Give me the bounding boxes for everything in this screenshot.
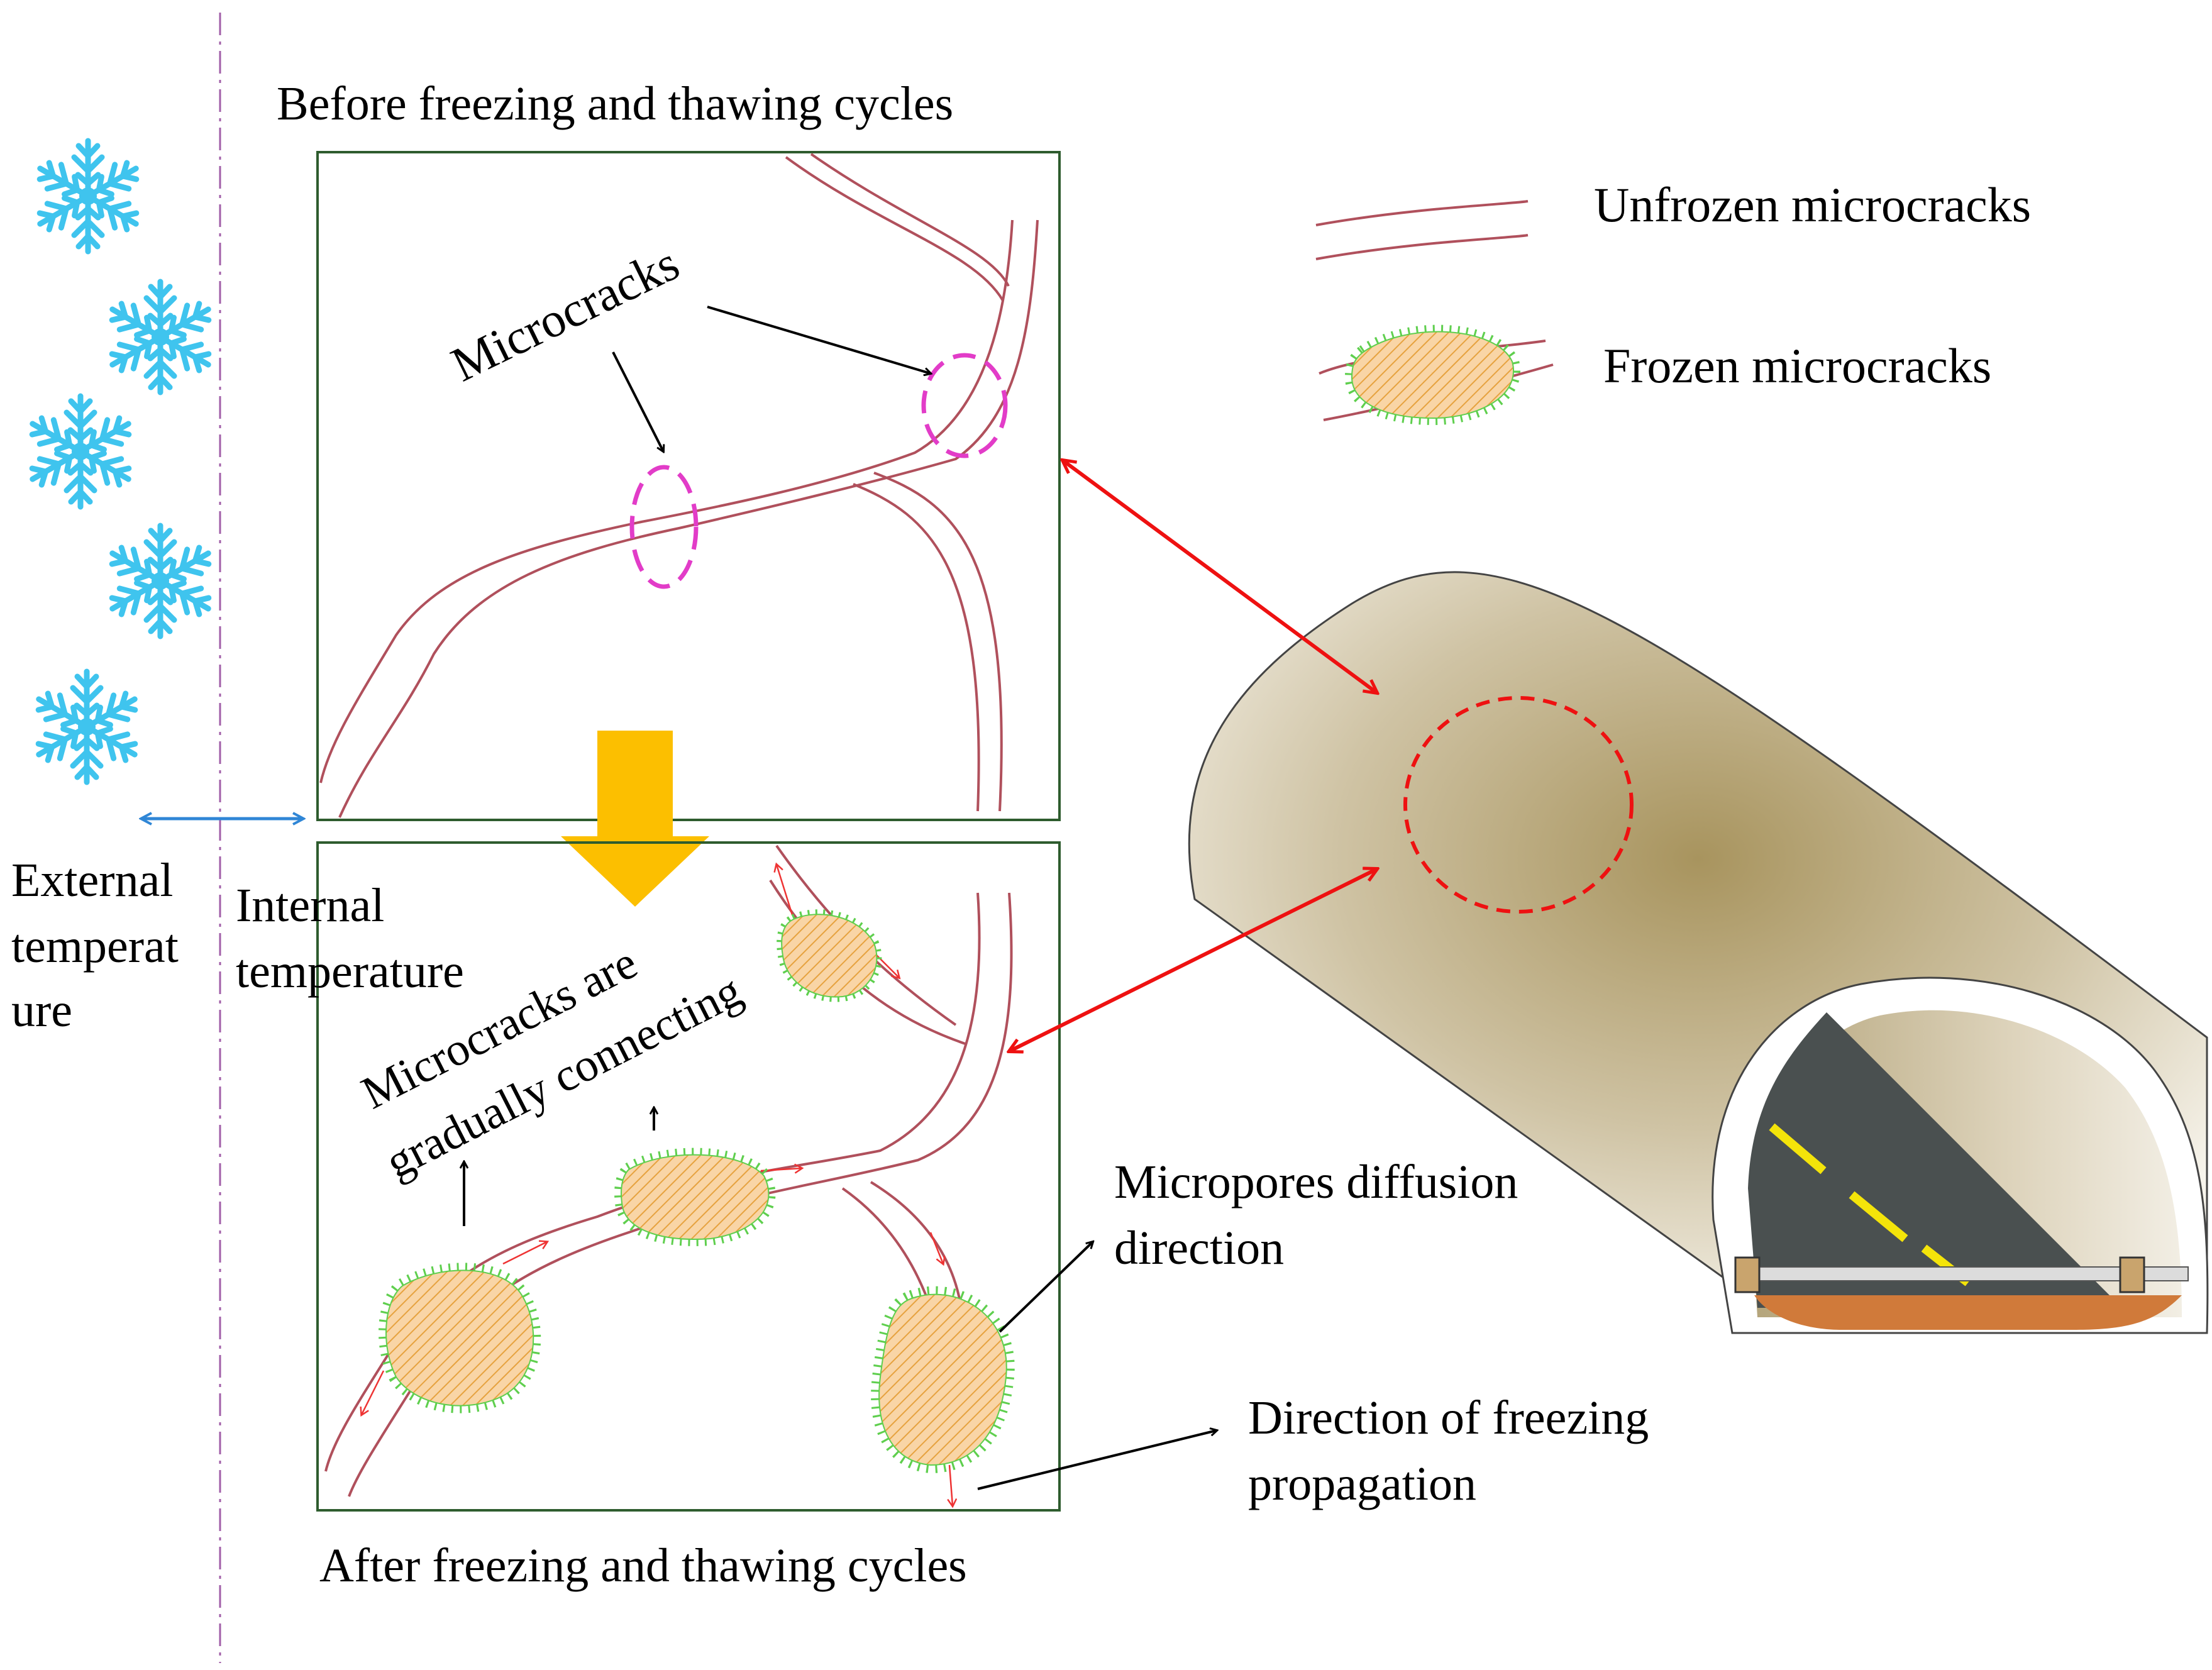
tunnel-focus-region	[1403, 696, 1634, 914]
pointer-arrow	[998, 1242, 1093, 1333]
legend-frozen-label: Frozen microcracks	[1603, 338, 1991, 393]
snowflake-icon	[106, 526, 215, 636]
snowflake-icon	[26, 396, 135, 507]
external-temp-line1: External	[11, 854, 173, 907]
link-arrow-top	[1063, 460, 1377, 693]
external-temp-line2: temperat	[11, 920, 179, 973]
frozen-microcrack	[614, 1147, 776, 1246]
snowflake-icon	[33, 141, 143, 252]
after-title: After freezing and thawing cycles	[319, 1539, 967, 1592]
external-temp-line3: ure	[11, 984, 72, 1037]
internal-temp-line1: Internal	[236, 879, 384, 932]
crack-ellipse	[629, 465, 699, 589]
crack-ellipse	[921, 353, 1008, 458]
snowflake-icon	[32, 672, 141, 782]
legend: Unfrozen microcracks Frozen microcracks	[1315, 177, 2031, 426]
legend-unfrozen-label: Unfrozen microcracks	[1594, 177, 2031, 232]
snowflake-icon	[106, 282, 215, 392]
freezing-prop-line2: propagation	[1248, 1457, 1476, 1510]
down-arrow-icon	[561, 731, 709, 907]
tunnel	[1188, 571, 2209, 1334]
freezing-prop-line1: Direction of freezing	[1248, 1391, 1649, 1444]
micropores-line2: direction	[1114, 1222, 1284, 1275]
frozen-microcrack	[379, 1263, 541, 1413]
frozen-microcrack	[871, 1286, 1015, 1474]
frozen-microcrack	[777, 909, 882, 1002]
propagation-arrows	[362, 865, 953, 1506]
unfrozen-microcracks	[319, 153, 1039, 818]
pointer-arrow	[977, 1430, 1217, 1490]
internal-temp-line2: temperature	[236, 945, 464, 998]
before-title: Before freezing and thawing cycles	[277, 77, 953, 130]
micropores-line1: Micropores diffusion	[1114, 1156, 1518, 1208]
link-arrow-bottom	[1009, 869, 1377, 1051]
after-panel	[316, 841, 1061, 1512]
pointer-arrow	[707, 306, 931, 373]
pointer-arrow	[612, 351, 663, 451]
